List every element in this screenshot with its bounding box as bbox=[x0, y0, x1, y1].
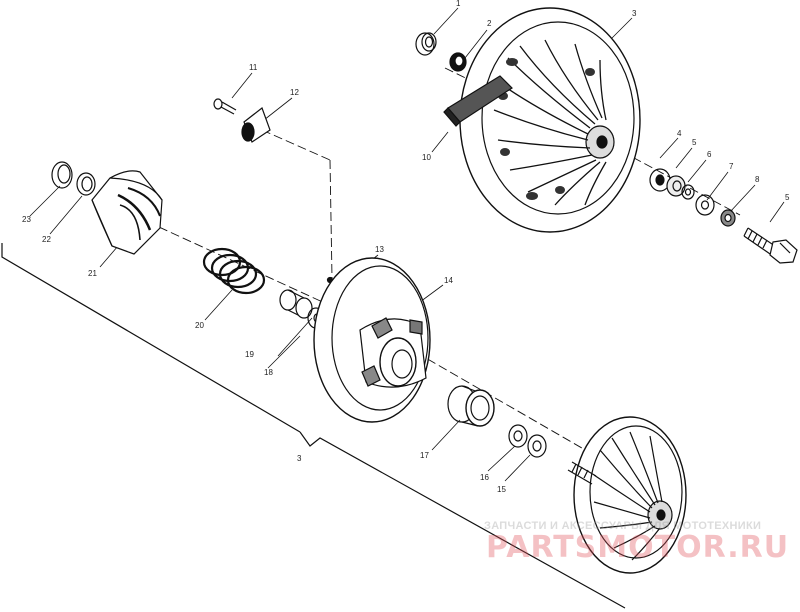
part-15-washer bbox=[527, 434, 547, 458]
callout-7: 7 bbox=[729, 162, 734, 171]
callout-13: 13 bbox=[375, 245, 384, 254]
callout-10: 10 bbox=[422, 153, 431, 162]
part-17-bushing bbox=[447, 385, 495, 427]
part-19-bushing bbox=[279, 289, 313, 319]
part-21-helix bbox=[91, 170, 163, 255]
part-5-bolt bbox=[743, 227, 798, 264]
callout-3-assembly: 3 bbox=[297, 454, 302, 463]
assembly-bracket bbox=[1, 243, 626, 609]
callout-19: 19 bbox=[245, 350, 254, 359]
part-20-spring bbox=[202, 247, 266, 295]
callout-12: 12 bbox=[290, 88, 299, 97]
callout-5: 5 bbox=[692, 138, 697, 147]
part-5-washer bbox=[666, 175, 686, 197]
callout-8: 8 bbox=[755, 175, 760, 184]
callout-5-bolt: 5 bbox=[785, 193, 790, 202]
part-3-drive-sheave bbox=[459, 7, 641, 233]
callout-17: 17 bbox=[420, 451, 429, 460]
callout-3: 3 bbox=[632, 9, 637, 18]
part-11-screw bbox=[213, 98, 237, 115]
callout-11: 11 bbox=[249, 63, 258, 72]
callout-16: 16 bbox=[480, 473, 489, 482]
callout-2: 2 bbox=[487, 19, 492, 28]
part-7-washer bbox=[695, 194, 715, 216]
centerlines bbox=[99, 67, 741, 471]
callout-14: 14 bbox=[444, 276, 453, 285]
callout-1: 1 bbox=[456, 0, 461, 8]
part-6-spacer bbox=[681, 184, 695, 200]
part-10-drive-belt bbox=[443, 75, 513, 127]
callout-15: 15 bbox=[497, 485, 506, 494]
part-22-washer bbox=[76, 172, 96, 196]
part-fixed-sheave bbox=[567, 416, 687, 574]
callout-21: 21 bbox=[88, 269, 97, 278]
callout-20: 20 bbox=[195, 321, 204, 330]
part-23-clip bbox=[51, 161, 73, 189]
callout-23: 23 bbox=[22, 215, 31, 224]
part-14-moveable-sheave bbox=[313, 257, 431, 423]
callout-18: 18 bbox=[264, 368, 273, 377]
part-8-nut bbox=[720, 209, 736, 227]
part-1-cup bbox=[415, 32, 437, 56]
callout-6: 6 bbox=[707, 150, 712, 159]
part-16-washer bbox=[508, 424, 528, 448]
part-12-roller bbox=[241, 107, 271, 143]
callout-22: 22 bbox=[42, 235, 51, 244]
part-2-washer bbox=[449, 52, 467, 72]
callout-4: 4 bbox=[677, 129, 682, 138]
